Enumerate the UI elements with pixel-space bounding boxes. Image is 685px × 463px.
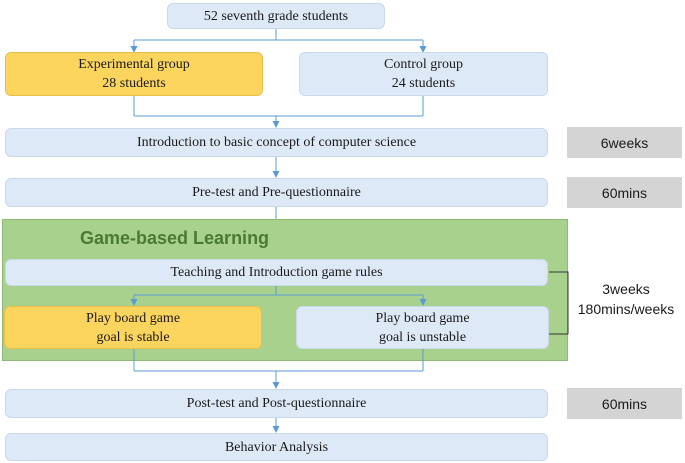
game-based-learning-title: Game-based Learning bbox=[80, 228, 270, 248]
game-duration-bracket bbox=[549, 271, 569, 335]
posttest-step-label: Post-test and Post-questionnaire bbox=[186, 396, 367, 411]
teaching-step-box: Teaching and Introduction game rules bbox=[5, 259, 548, 286]
game-duration: 3weeks 180mins/weeks bbox=[569, 275, 683, 323]
control-group-box: Control group 24 students bbox=[299, 52, 548, 96]
intro-step-label: Introduction to basic concept of compute… bbox=[136, 135, 417, 150]
pretest-duration-label: 60mins bbox=[601, 184, 648, 201]
control-group-count: 24 students bbox=[391, 76, 456, 91]
control-group-label: Control group bbox=[384, 57, 463, 72]
posttest-duration-label: 60mins bbox=[601, 395, 648, 412]
pretest-step-box: Pre-test and Pre-questionnaire bbox=[5, 178, 548, 207]
participants-label: 52 seventh grade students bbox=[203, 8, 349, 24]
experimental-group-count: 28 students bbox=[102, 76, 166, 91]
participants-box: 52 seventh grade students bbox=[167, 3, 385, 29]
play-stable-box: Play board game goal is stable bbox=[4, 306, 262, 349]
intro-step-box: Introduction to basic concept of compute… bbox=[5, 128, 548, 157]
posttest-duration: 60mins bbox=[567, 388, 682, 419]
experimental-group-label: Experimental group bbox=[78, 57, 190, 72]
game-duration-per-week: 180mins/weeks bbox=[577, 301, 675, 317]
pretest-step-label: Pre-test and Pre-questionnaire bbox=[192, 185, 361, 200]
intro-duration-label: 6weeks bbox=[600, 134, 649, 151]
play-unstable-box: Play board game goal is unstable bbox=[296, 306, 549, 349]
play-unstable-line1: Play board game bbox=[375, 310, 470, 326]
behavior-analysis-box: Behavior Analysis bbox=[5, 433, 548, 461]
play-stable-line2: goal is stable bbox=[96, 329, 170, 345]
posttest-step-box: Post-test and Post-questionnaire bbox=[5, 389, 548, 418]
intro-duration: 6weeks bbox=[567, 127, 682, 158]
teaching-step-label: Teaching and Introduction game rules bbox=[170, 265, 383, 280]
game-duration-weeks: 3weeks bbox=[602, 281, 650, 297]
play-unstable-line2: goal is unstable bbox=[378, 329, 467, 345]
behavior-analysis-label: Behavior Analysis bbox=[224, 439, 329, 455]
pretest-duration: 60mins bbox=[567, 177, 682, 208]
play-stable-line1: Play board game bbox=[85, 310, 181, 326]
experimental-group-box: Experimental group 28 students bbox=[5, 52, 263, 96]
